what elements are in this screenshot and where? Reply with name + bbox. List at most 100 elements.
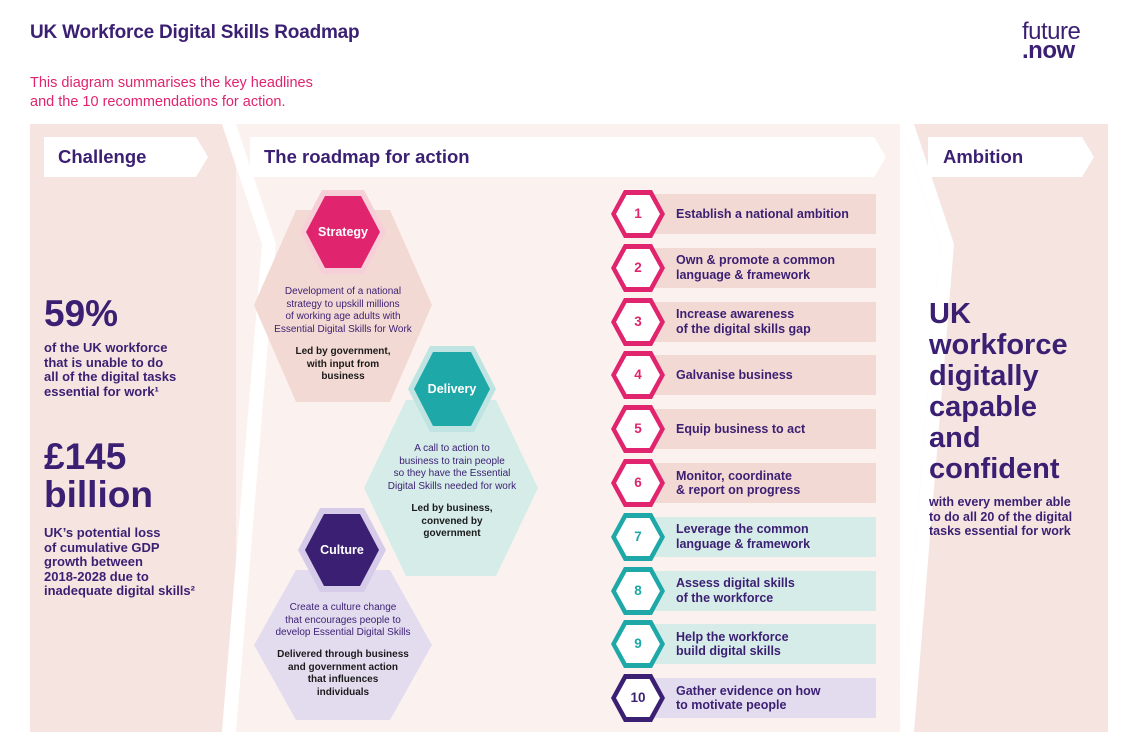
ambition-detail: with every member able to do all 20 of t… bbox=[929, 495, 1089, 539]
stat-line: of cumulative GDP bbox=[44, 539, 160, 555]
lead-line: that influences bbox=[307, 674, 379, 685]
desc-line: A call to action to bbox=[414, 443, 490, 454]
lead-line: and government action bbox=[287, 661, 398, 673]
recommendation-line: of the digital skills gap bbox=[676, 321, 811, 336]
recommendation-line: & report on progress bbox=[676, 483, 801, 497]
recommendation-line: Monitor, coordinate bbox=[676, 468, 792, 483]
ambition-line: UK bbox=[929, 298, 971, 330]
stat-line: UK’s potential loss bbox=[44, 525, 161, 540]
hex-fill bbox=[616, 195, 660, 233]
hex-fill bbox=[616, 679, 660, 718]
logo-line: .now bbox=[1022, 37, 1075, 64]
hex-fill bbox=[616, 517, 660, 556]
challenge-heading-box bbox=[44, 137, 208, 177]
hex-fill bbox=[616, 625, 660, 664]
recommendation-line: Establish a national ambition bbox=[676, 206, 849, 221]
strategy-hex bbox=[306, 196, 380, 268]
recommendation-text: Galvanise business bbox=[676, 355, 876, 395]
recommendation-number: 6 bbox=[634, 475, 642, 490]
stat-line: that is unable to do bbox=[44, 354, 164, 370]
roadmap-heading: The roadmap for action bbox=[264, 146, 470, 167]
recommendation-number: 7 bbox=[634, 528, 642, 544]
recommendation-number: 2 bbox=[634, 259, 642, 275]
ambition-panel bbox=[900, 124, 1108, 732]
culture-label: Culture bbox=[320, 543, 364, 557]
desc-line: strategy to upskill millions bbox=[286, 298, 400, 310]
recommendation-hex bbox=[611, 512, 665, 561]
lead-line: business bbox=[321, 371, 365, 382]
recommendation-line: Own & promote a common bbox=[676, 253, 836, 268]
recommendation-line: build digital skills bbox=[676, 644, 781, 659]
recommendation-line: to motivate people bbox=[676, 698, 787, 713]
recommendation-bar bbox=[650, 624, 876, 665]
hex-fill bbox=[616, 571, 660, 610]
recommendation-item: 6 Monitor, coordinate& report on progress bbox=[610, 458, 876, 508]
roadmap-heading-box bbox=[250, 137, 886, 177]
strategy-label: Strategy bbox=[317, 225, 369, 239]
recommendation-line: Assess digital skills bbox=[676, 576, 795, 591]
hex-fill bbox=[616, 356, 660, 395]
ambition-line: capable bbox=[929, 391, 1037, 423]
recommendation-bar bbox=[650, 247, 876, 288]
stat-gdp-desc: UK’s potential loss of cumulative GDP gr… bbox=[44, 525, 195, 599]
hex-fill bbox=[616, 248, 660, 287]
recommendation-line: language & framework bbox=[676, 267, 811, 282]
stat-line: all of the digital tasks bbox=[44, 369, 177, 384]
logo-line: future bbox=[1022, 18, 1081, 45]
recommendation-bar bbox=[650, 301, 876, 342]
recommendation-bar bbox=[650, 516, 876, 557]
recommendation-hex bbox=[611, 190, 665, 238]
strategy-description: Development of a national strategy to up… bbox=[262, 286, 424, 336]
desc-line: Digital Skills needed for work bbox=[387, 480, 517, 492]
recommendation-bar bbox=[650, 463, 876, 503]
recommendation-bar bbox=[650, 570, 876, 611]
ambition-line: and bbox=[929, 422, 981, 454]
ambition-detail-line: to do all 20 of the digital bbox=[929, 509, 1073, 524]
stat-workforce-desc: of the UK workforce that is unable to do… bbox=[44, 340, 177, 399]
recommendation-number: 9 bbox=[634, 636, 642, 652]
recommendation-line: language & framework bbox=[676, 536, 811, 551]
stat-line: of the UK workforce bbox=[44, 340, 168, 355]
delivery-label: Delivery bbox=[427, 382, 477, 396]
ambition-detail-line: with every member able bbox=[929, 495, 1071, 509]
ambition-line: confident bbox=[929, 453, 1060, 485]
recommendation-hex bbox=[611, 297, 665, 346]
recommendation-bar bbox=[650, 194, 876, 234]
recommendation-number: 5 bbox=[634, 421, 642, 437]
delivery-panel-hex bbox=[364, 400, 538, 576]
recommendation-bar bbox=[650, 409, 876, 450]
challenge-panel bbox=[30, 124, 262, 732]
strategy-panel-hex bbox=[254, 210, 432, 402]
stat-value-line: £145 bbox=[44, 436, 127, 477]
lead-line: individuals bbox=[316, 686, 370, 698]
recommendation-hex bbox=[611, 351, 665, 400]
ambition-notch bbox=[900, 124, 954, 732]
recommendation-hex bbox=[611, 620, 665, 669]
desc-line: Essential Digital Skills for Work bbox=[274, 323, 412, 335]
recommendation-line: Gather evidence on how bbox=[676, 683, 821, 698]
stat-line: 2018-2028 due to bbox=[44, 568, 149, 584]
stat-value-line: billion bbox=[44, 474, 153, 515]
recommendation-number: 10 bbox=[630, 690, 646, 706]
stat-line: essential for work¹ bbox=[44, 383, 159, 399]
recommendation-line: Leverage the common bbox=[676, 522, 809, 537]
roadmap-notch bbox=[222, 124, 276, 732]
desc-line: so they have the Essential bbox=[393, 468, 511, 479]
recommendation-hex bbox=[611, 566, 665, 615]
recommendation-line: Help the workforce bbox=[676, 629, 789, 644]
recommendation-number: 8 bbox=[634, 582, 642, 598]
recommendation-hex bbox=[611, 674, 665, 723]
delivery-hex bbox=[414, 352, 490, 426]
desc-line: Development of a national bbox=[284, 286, 402, 297]
lead-line: government bbox=[423, 528, 481, 539]
recommendation-hex bbox=[611, 459, 665, 507]
